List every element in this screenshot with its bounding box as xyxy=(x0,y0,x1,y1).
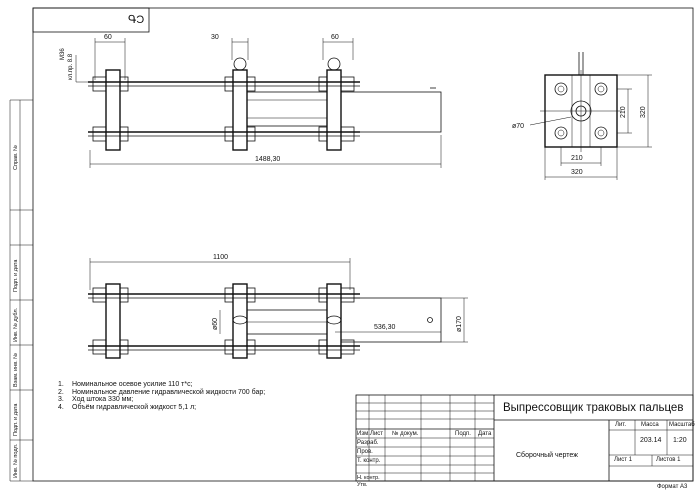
side-label-orig: Инв. № подл. xyxy=(13,443,19,478)
note-item: 3.Ход штока 330 мм; xyxy=(58,396,134,404)
left-margin-strip: Справ. № Подп. и дата Инв. № дубл. Взам.… xyxy=(9,99,33,482)
front-view: 1100 ø60 536,30 xyxy=(88,254,468,359)
dim-front-d60: ø60 xyxy=(212,318,219,330)
side-label-sign1: Подп. и дата xyxy=(13,259,19,292)
side-label-dup: Инв. № дубл. xyxy=(13,307,19,342)
col-header-date: Дата xyxy=(478,431,492,437)
dim-end-210-v: 210 xyxy=(620,106,627,118)
side-label-replace: Взам. инв. № xyxy=(13,353,19,387)
mass-value: 203.14 xyxy=(640,437,662,444)
title-block-grid xyxy=(355,394,694,482)
lit-label: Лит. xyxy=(615,422,627,428)
dim-end-210-h: 210 xyxy=(571,155,583,162)
steel-label: кл.пр. 8.8 xyxy=(68,53,74,80)
col-header-izm: Изм. xyxy=(357,431,370,437)
dim-top-30: 30 xyxy=(211,34,219,41)
role-tech-control: Т. контр. xyxy=(357,458,381,464)
col-header-list: Лист xyxy=(370,431,384,437)
dim-top-60-right: 60 xyxy=(331,34,339,41)
stamp-box xyxy=(32,7,150,33)
note-item: 4.Объём гидравлической жидкост 5,1 л; xyxy=(58,403,197,411)
dim-front-1100: 1100 xyxy=(213,254,228,261)
dim-top-overall: 1488,30 xyxy=(255,156,280,163)
end-view: ø70 210 320 210 320 xyxy=(512,52,652,180)
drawing-subtitle: Сборочный чертеж xyxy=(516,452,578,459)
role-developer: Разраб. xyxy=(357,440,379,446)
note-item: 2.Номинальное давление гидравлической жи… xyxy=(58,388,266,396)
top-view: 60 30 60 M36 кл.пр. 8.8 xyxy=(60,34,442,168)
col-header-sign: Подп. xyxy=(455,431,471,437)
dim-end-320-h: 320 xyxy=(571,169,583,176)
format-label: Формат А3 xyxy=(657,484,688,490)
dim-front-d170: ø170 xyxy=(456,316,463,332)
mass-label: Масса xyxy=(641,422,659,428)
dim-end-d70: ø70 xyxy=(512,123,524,130)
dim-end-320-v: 320 xyxy=(640,106,647,118)
sheet-label: Лист 1 xyxy=(614,457,633,463)
technical-notes: 1.Номинальное осевое усилие 110 т*с; 2.Н… xyxy=(58,381,265,411)
note-item: 1.Номинальное осевое усилие 110 т*с; xyxy=(58,381,193,388)
side-label-sign2: Подп. и дата xyxy=(13,403,19,436)
sheet-stamp: ԳƆ xyxy=(128,14,144,26)
dim-front-536: 536,30 xyxy=(374,324,396,331)
drawing-title: Выпрессовщик траковых пальцев xyxy=(503,402,684,414)
side-label-ref: Справ. № xyxy=(13,145,19,170)
dim-top-60-left: 60 xyxy=(104,34,112,41)
sheets-label: Листов 1 xyxy=(656,457,681,463)
role-approved: Утв. xyxy=(357,482,368,488)
scale-value: 1:20 xyxy=(673,437,687,444)
bolt-label: M36 xyxy=(60,48,66,60)
role-norm-control: Н. контр. xyxy=(357,475,380,481)
col-header-doc: № докум. xyxy=(392,431,419,437)
scale-label: Масштаб xyxy=(669,422,695,428)
role-checker: Пров. xyxy=(357,449,373,455)
